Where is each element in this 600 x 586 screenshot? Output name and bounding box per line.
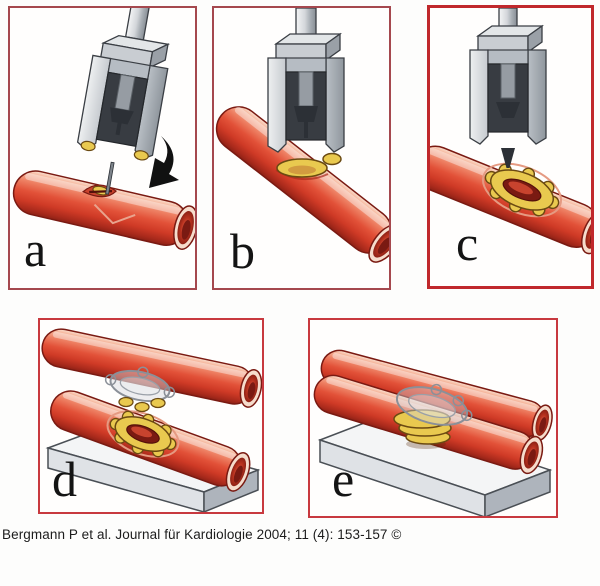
panel-a: a bbox=[8, 6, 197, 290]
panel-e: e bbox=[308, 318, 558, 518]
panel-e-illustration bbox=[313, 349, 553, 516]
applicator-shaft bbox=[124, 8, 159, 41]
clip-ring bbox=[482, 162, 562, 218]
panel-a-illustration bbox=[12, 8, 195, 250]
clip-scallops-upper bbox=[118, 396, 166, 413]
panel-c-illustration bbox=[430, 8, 591, 255]
ghost-ring-upper bbox=[104, 366, 176, 403]
clip-ring-deploying bbox=[276, 152, 342, 178]
panel-label-b: b bbox=[230, 223, 255, 279]
applicator-shaft bbox=[295, 8, 317, 37]
panel-label-a: a bbox=[24, 221, 47, 277]
clip-applicator bbox=[267, 8, 345, 153]
panel-label-d: d bbox=[52, 451, 77, 507]
figure-citation: Bergmann P et al. Journal für Kardiologi… bbox=[2, 527, 402, 542]
panel-b-illustration bbox=[215, 8, 389, 263]
panel-label-e: e bbox=[332, 451, 355, 507]
panel-b: b bbox=[212, 6, 391, 290]
ghost-ring bbox=[395, 383, 473, 426]
applicator-tip bbox=[501, 148, 515, 168]
panel-label-c: c bbox=[456, 215, 479, 271]
insertion-arrow-icon bbox=[149, 136, 179, 188]
clip-ring-lower bbox=[106, 410, 180, 458]
applicator-needle bbox=[105, 161, 115, 195]
panel-d: d bbox=[38, 318, 264, 514]
vessel bbox=[12, 170, 195, 250]
vessel-upper bbox=[41, 328, 262, 408]
clip-applicator bbox=[469, 8, 547, 168]
applicator-shaft bbox=[498, 8, 518, 29]
panel-c: c bbox=[427, 5, 594, 289]
clip-applicator bbox=[76, 8, 171, 195]
panel-d-illustration bbox=[41, 328, 262, 512]
